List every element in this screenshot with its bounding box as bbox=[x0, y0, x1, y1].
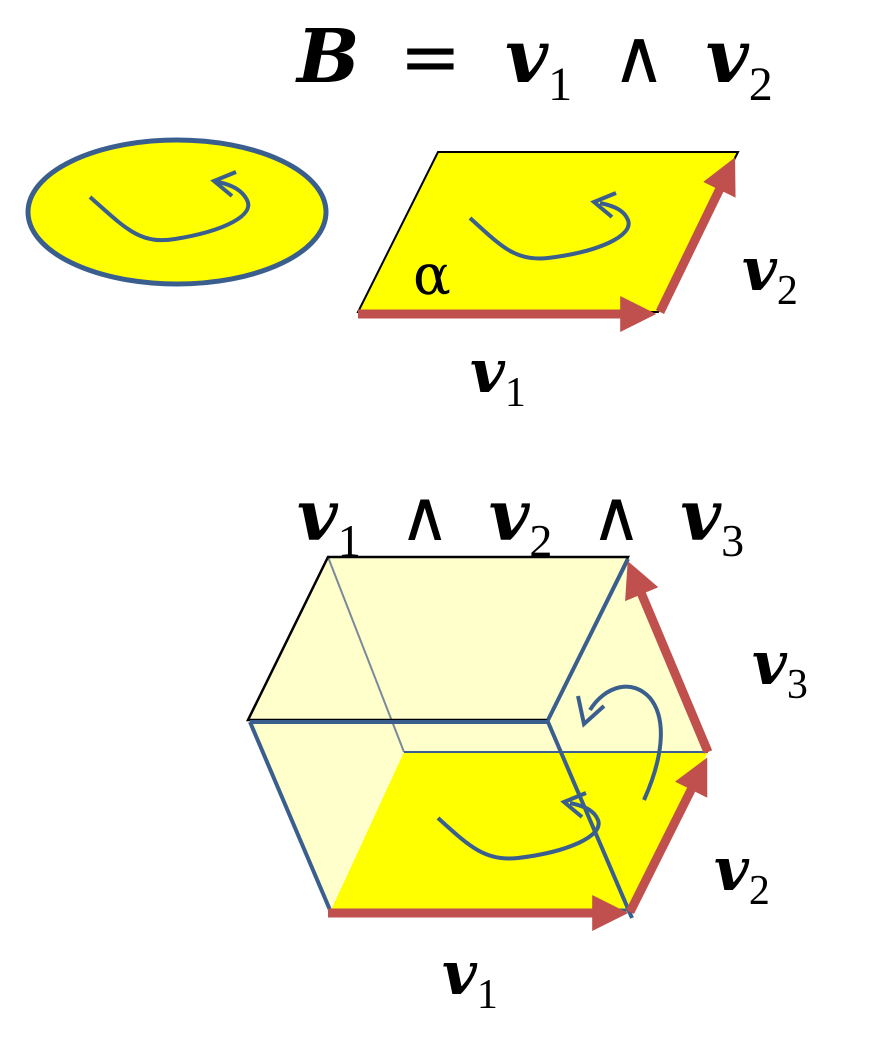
vector-arrow-icon-v2 bbox=[655, 157, 736, 314]
label-v1-top: v1 bbox=[470, 337, 526, 416]
label-v2-top: v2 bbox=[742, 235, 798, 314]
trivector-title: v1 ∧ v2 ∧ v3 bbox=[297, 474, 744, 573]
circulation-arrow-icon bbox=[436, 801, 601, 861]
title-wedge: ∧ bbox=[612, 14, 666, 100]
label-v3-bottom: v3 bbox=[752, 629, 808, 708]
vector-arrow-icon-v2 bbox=[625, 757, 708, 915]
title-v2: v bbox=[706, 14, 750, 100]
parallelogram-bivector: α bbox=[356, 151, 740, 332]
title-b: B bbox=[295, 14, 360, 100]
title-v1: v bbox=[505, 14, 549, 100]
title-equals: = bbox=[399, 14, 461, 100]
ellipse-bivector bbox=[25, 137, 329, 287]
circulation-arrow-icon bbox=[88, 180, 251, 243]
circulation-arrowhead-icon bbox=[576, 695, 606, 728]
title-sub1: 1 bbox=[548, 58, 572, 111]
bivector-title: B = v1 ∧ v2 bbox=[295, 14, 773, 118]
vector-arrow-icon-v3 bbox=[625, 561, 713, 754]
angle-alpha-label: α bbox=[413, 243, 451, 308]
trivector-v2: v bbox=[489, 474, 531, 557]
title-sub2: 2 bbox=[749, 58, 773, 111]
label-v2-bottom: v2 bbox=[714, 835, 770, 914]
ellipse-surface bbox=[25, 137, 329, 287]
front-edges bbox=[546, 558, 630, 721]
front-edges bbox=[250, 720, 634, 919]
circulation-arrow-icon bbox=[588, 684, 663, 801]
circulation-arrowhead-icon bbox=[210, 170, 237, 198]
trivector-v1: v bbox=[297, 474, 339, 557]
parallelogram-surface bbox=[356, 151, 740, 313]
trivector-v3: v bbox=[680, 474, 722, 557]
label-v1-bottom: v1 bbox=[442, 939, 498, 1018]
circulation-arrowhead-icon bbox=[560, 791, 587, 819]
circulation-arrow-icon bbox=[468, 201, 631, 261]
svg-text:B = v1 ∧: B = v1 ∧ v2 bbox=[295, 14, 773, 118]
parallelepiped-trivector bbox=[245, 555, 713, 931]
circulation-arrowhead-icon bbox=[590, 191, 617, 219]
front-edges bbox=[248, 721, 332, 911]
svg-text:v1 ∧ v2 ∧: v1 ∧ v2 ∧ v3 bbox=[297, 474, 744, 573]
